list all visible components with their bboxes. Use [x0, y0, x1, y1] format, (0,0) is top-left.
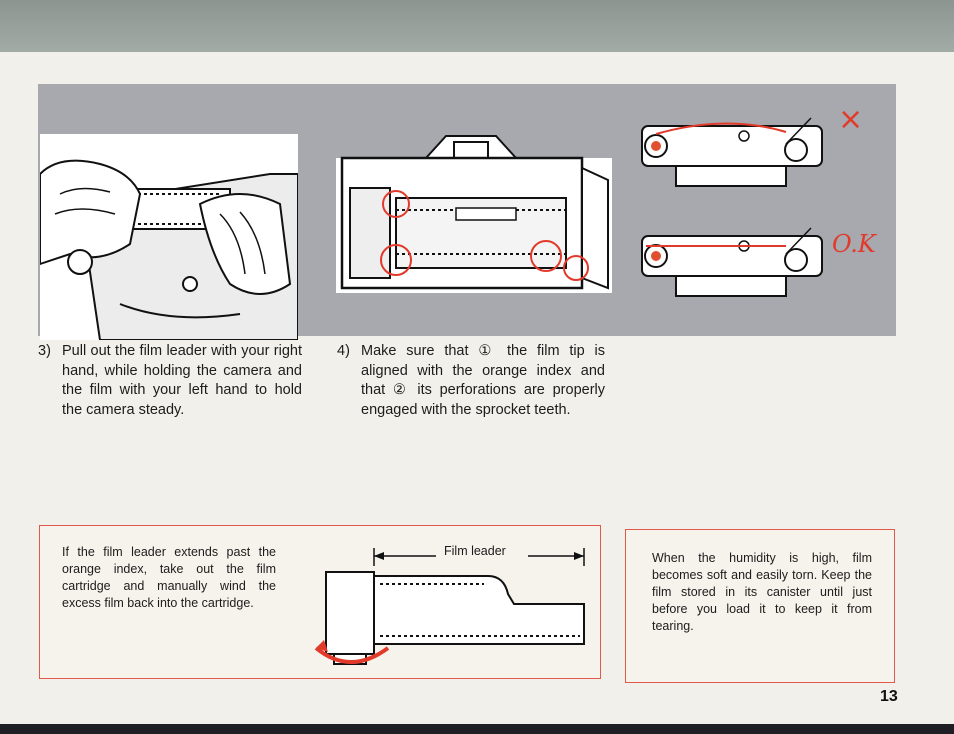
humidity-note-text: When the humidity is high, film becomes …: [652, 551, 872, 633]
step-4-number: 4): [337, 343, 350, 359]
top-view-wrong-illustration: [641, 117, 823, 187]
film-leader-note-text: If the film leader extends past the oran…: [62, 545, 276, 610]
bleed-through-text: [848, 350, 908, 470]
top-band: [0, 0, 954, 52]
ok-mark: O.K: [832, 230, 876, 258]
humidity-note-box: When the humidity is high, film becomes …: [625, 529, 895, 683]
illustration-panel: × O.K: [38, 84, 896, 340]
wrong-mark: ×: [838, 102, 864, 137]
film-leader-label: Film leader: [440, 544, 510, 558]
step-3: 3) Pull out the film leader with your ri…: [38, 342, 302, 420]
open-camera-back-illustration: [336, 135, 612, 293]
film-leader-diagram: [314, 548, 585, 665]
hands-pulling-film-illustration: [40, 134, 298, 340]
page-number: 13: [880, 688, 898, 705]
top-view-ok-illustration: [641, 227, 823, 297]
step-4: 4) Make sure that ① the film tip is alig…: [337, 342, 605, 420]
step-4-text: Make sure that ① the film tip is aligned…: [361, 343, 605, 418]
bottom-band: [0, 724, 954, 734]
step-3-text: Pull out the film leader with your right…: [62, 343, 302, 418]
step-3-number: 3): [38, 343, 51, 359]
film-leader-note-box: If the film leader extends past the oran…: [39, 525, 601, 679]
